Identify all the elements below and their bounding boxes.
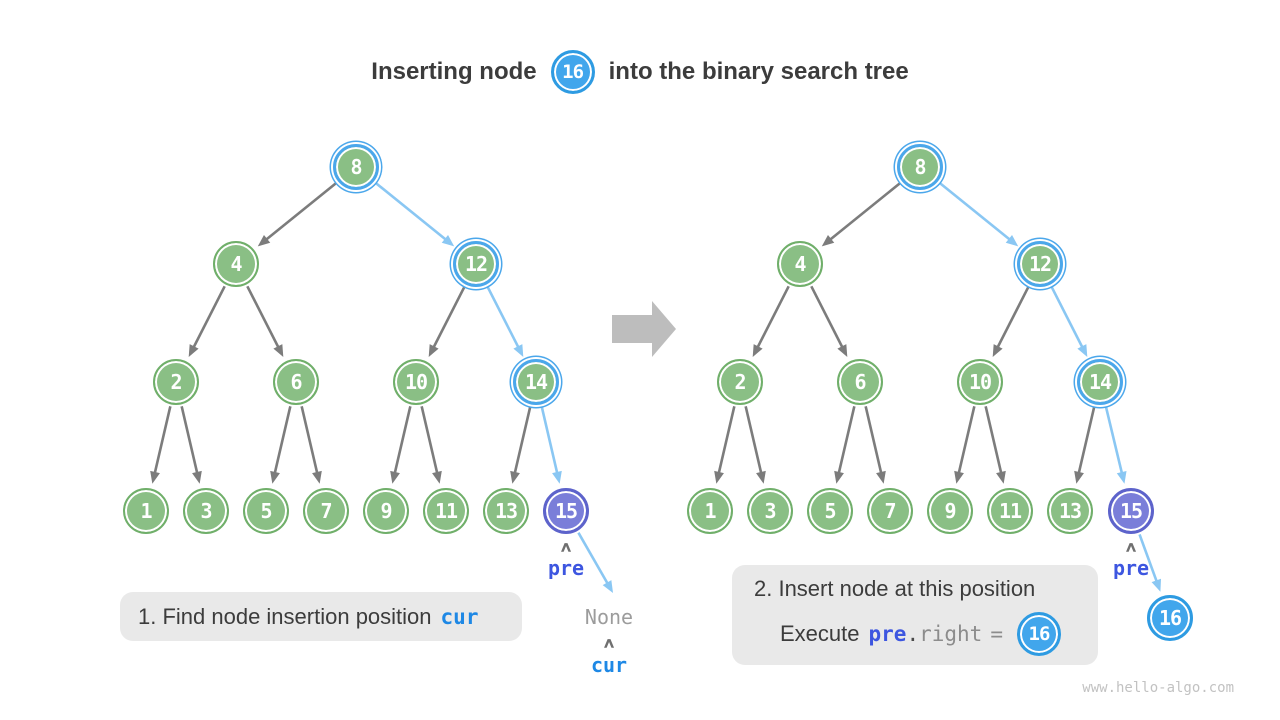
tree-edge — [540, 406, 562, 484]
tree-node-after-11: 11 — [987, 488, 1033, 534]
tree-node-after-7: 7 — [867, 488, 913, 534]
tree-node-before-7: 7 — [303, 488, 349, 534]
tree-node-after-4: 4 — [777, 241, 823, 287]
tree-node-after-15: 15 — [1108, 488, 1154, 534]
tree-node-before-6: 6 — [273, 359, 319, 405]
step1-keyword-cur: cur — [440, 604, 479, 629]
pre-pointer-label-right: pre — [1112, 556, 1150, 580]
tree-edge — [938, 181, 1019, 247]
tree-node-after-6: 6 — [837, 359, 883, 405]
step2-line2: Execute pre . right = 16 — [780, 612, 1098, 656]
tree-node-after-9: 9 — [927, 488, 973, 534]
tree-edge — [420, 406, 442, 484]
transition-arrow-icon — [612, 301, 676, 357]
tree-edge — [486, 285, 524, 358]
watermark: www.hello-algo.com — [1082, 680, 1234, 696]
tree-node-before-13: 13 — [483, 488, 529, 534]
tree-edge — [1104, 406, 1127, 484]
tree-edge — [257, 181, 338, 247]
tree-edge — [821, 181, 902, 247]
tree-edge — [188, 285, 226, 358]
tree-edge — [510, 406, 532, 484]
caret-up-icon: ∧ — [559, 538, 573, 555]
tree-edge — [428, 285, 466, 358]
tree-edge — [374, 181, 455, 247]
title-text-before: Inserting node — [371, 58, 537, 85]
tree-node-before-1: 1 — [123, 488, 169, 534]
transition-arrow-shaft — [612, 315, 652, 343]
tree-node-before-11: 11 — [423, 488, 469, 534]
step2-equals: = — [990, 622, 1003, 646]
tree-edge — [834, 406, 856, 484]
transition-arrow-head — [652, 301, 676, 357]
tree-edge — [300, 406, 322, 484]
tree-edge — [246, 285, 284, 358]
tree-node-after-1: 1 — [687, 488, 733, 534]
tree-edge — [954, 406, 976, 484]
tree-node-before-10: 10 — [393, 359, 439, 405]
none-label: None — [584, 605, 634, 629]
tree-edge — [1074, 406, 1096, 484]
step2-keyword-pre: pre — [868, 622, 907, 646]
tree-node-after-14: 14 — [1077, 359, 1123, 405]
tree-edge — [577, 532, 613, 594]
tree-node-after-3: 3 — [747, 488, 793, 534]
tree-edge — [150, 406, 172, 484]
tree-edge — [1138, 534, 1161, 592]
tree-edge — [390, 406, 412, 484]
pre-pointer-label-left: pre — [547, 556, 585, 580]
tree-node-before-14: 14 — [513, 359, 559, 405]
tree-node-before-3: 3 — [183, 488, 229, 534]
tree-edge — [984, 406, 1006, 484]
tree-edge — [810, 285, 848, 358]
title-text-after: into the binary search tree — [608, 58, 909, 85]
tree-edge — [744, 406, 766, 484]
tree-edge — [714, 406, 736, 484]
tree-node-before-2: 2 — [153, 359, 199, 405]
page-title: Inserting node 16 into the binary search… — [0, 50, 1280, 94]
step2-caption: 2. Insert node at this position Execute … — [732, 565, 1098, 665]
tree-edge — [752, 285, 790, 358]
cur-pointer-label: cur — [590, 653, 628, 677]
tree-node-after-5: 5 — [807, 488, 853, 534]
tree-edge — [864, 406, 886, 484]
tree-edge — [1050, 285, 1088, 358]
title-node-16: 16 — [550, 50, 595, 94]
step2-attr-right: right — [919, 622, 983, 646]
step1-caption: 1. Find node insertion position cur — [120, 592, 522, 641]
tree-node-after-8: 8 — [897, 144, 943, 190]
step1-text: 1. Find node insertion position — [138, 603, 432, 629]
step2-line1: 2. Insert node at this position — [754, 576, 1036, 601]
caret-up-icon: ∧ — [602, 634, 616, 651]
tree-node-before-15: 15 — [543, 488, 589, 534]
tree-edge — [992, 285, 1030, 358]
tree-edge — [270, 406, 292, 484]
tree-node-after-16: 16 — [1147, 595, 1193, 641]
tree-node-before-4: 4 — [213, 241, 259, 287]
tree-node-before-12: 12 — [453, 241, 499, 287]
tree-node-before-5: 5 — [243, 488, 289, 534]
tree-node-after-2: 2 — [717, 359, 763, 405]
tree-edge — [180, 406, 202, 484]
tree-node-before-8: 8 — [333, 144, 379, 190]
tree-node-after-10: 10 — [957, 359, 1003, 405]
tree-node-before-9: 9 — [363, 488, 409, 534]
step2-dot: . — [906, 622, 920, 646]
tree-node-after-13: 13 — [1047, 488, 1093, 534]
step2-node-16: 16 — [1016, 612, 1061, 656]
caret-up-icon: ∧ — [1124, 538, 1138, 555]
tree-node-after-12: 12 — [1017, 241, 1063, 287]
step2-exec-text: Execute — [780, 621, 860, 646]
